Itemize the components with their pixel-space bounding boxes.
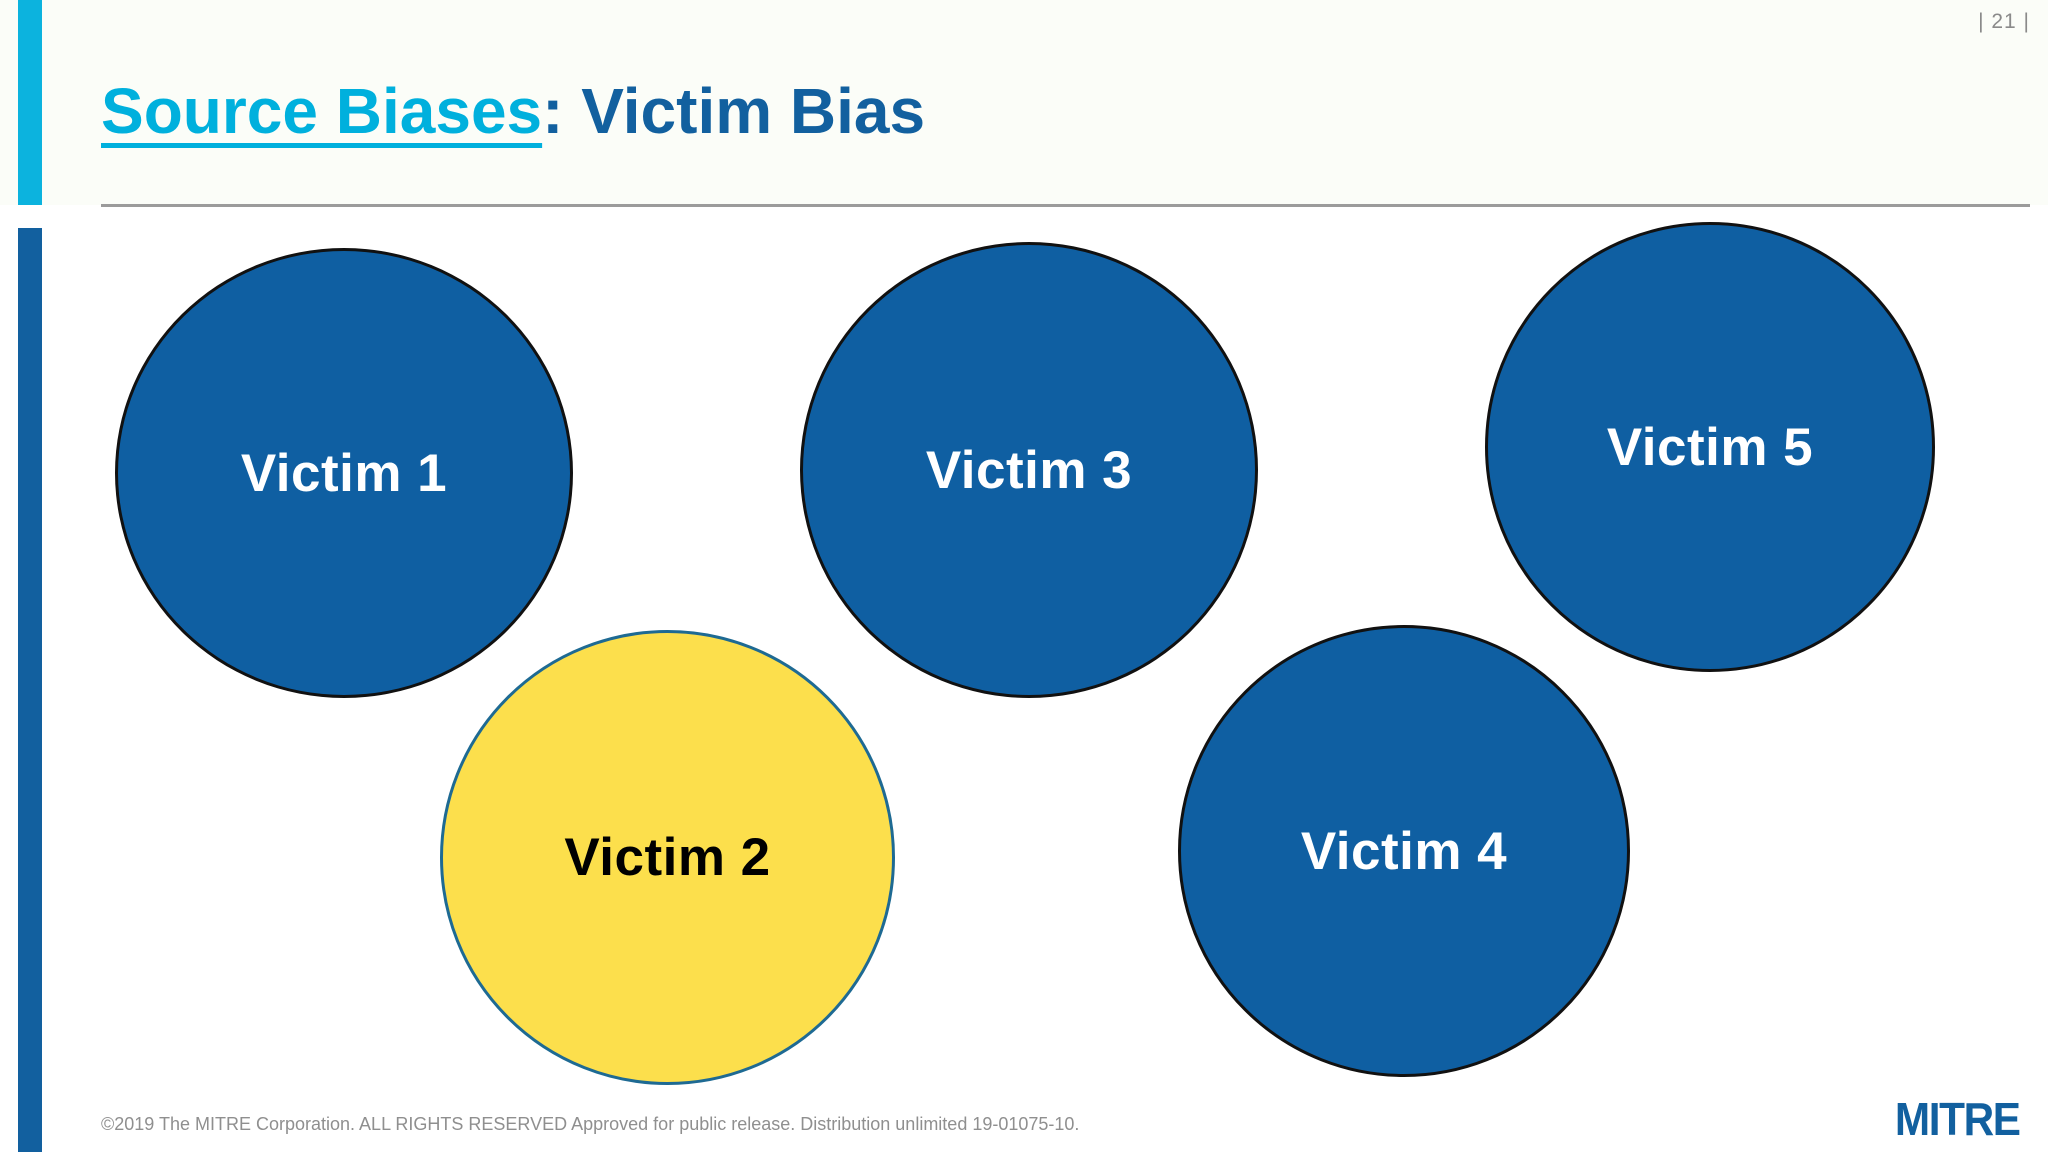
victim-circle-1[interactable]: Victim 1 xyxy=(115,248,573,698)
left-accent-bar-blue xyxy=(18,228,42,1152)
page-title: Source Biases: Victim Bias xyxy=(101,75,926,147)
victim-circle-1-label: Victim 1 xyxy=(240,443,448,503)
victim-circle-3-label: Victim 3 xyxy=(925,440,1133,500)
victim-circle-5-label: Victim 5 xyxy=(1606,417,1814,477)
victim-circle-2-label: Victim 2 xyxy=(564,828,771,887)
left-accent-bar-cyan xyxy=(18,0,42,205)
page-title-rest: : Victim Bias xyxy=(542,75,926,147)
victim-circle-2[interactable]: Victim 2 xyxy=(440,630,895,1085)
victim-circle-5[interactable]: Victim 5 xyxy=(1485,222,1935,672)
victim-circle-3[interactable]: Victim 3 xyxy=(800,242,1258,698)
title-divider xyxy=(101,204,2030,207)
victim-circle-4-label: Victim 4 xyxy=(1300,821,1508,881)
mitre-logo: MITRE xyxy=(1895,1093,2021,1145)
footer-copyright: ©2019 The MITRE Corporation. ALL RIGHTS … xyxy=(101,1114,1080,1134)
victim-circle-4[interactable]: Victim 4 xyxy=(1178,625,1630,1077)
page-number: | 21 | xyxy=(1978,10,2030,33)
page-title-emphasis: Source Biases xyxy=(101,75,543,147)
header-band xyxy=(0,0,2048,205)
